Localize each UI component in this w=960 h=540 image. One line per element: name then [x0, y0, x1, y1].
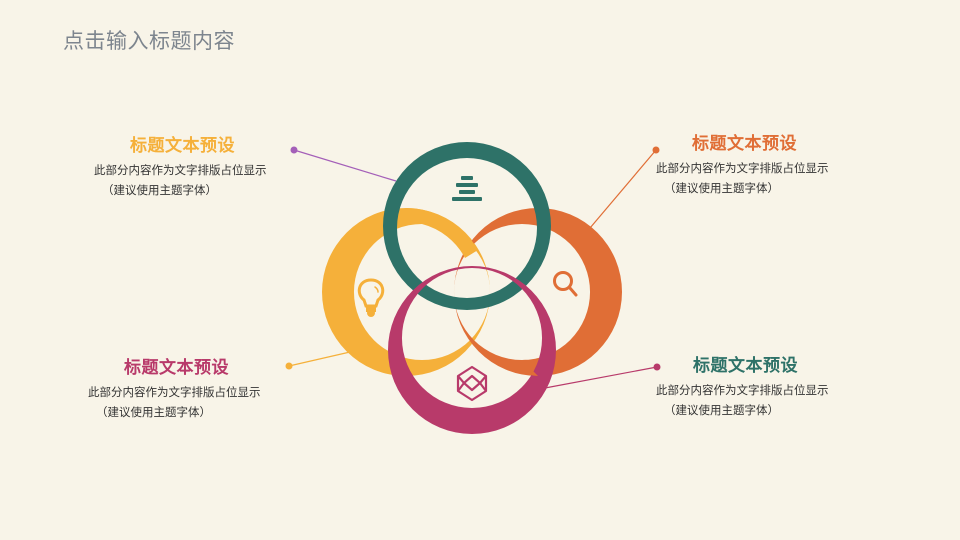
text-block-bottom-right: 标题文本预设 此部分内容作为文字排版占位显示 （建议使用主题字体） [656, 351, 876, 420]
block-body: 此部分内容作为文字排版占位显示 （建议使用主题字体） [94, 160, 314, 200]
block-heading: 标题文本预设 [124, 358, 229, 378]
connector-top-left [290, 146, 397, 182]
cube-icon [456, 365, 488, 402]
connector-bottom-right [544, 363, 661, 389]
ring-left-yellow [322, 208, 491, 376]
block-body: 此部分内容作为文字排版占位显示 （建议使用主题字体） [656, 158, 876, 198]
block-body: 此部分内容作为文字排版占位显示 （建议使用主题字体） [656, 380, 876, 420]
block-heading: 标题文本预设 [130, 136, 235, 156]
ring-right-orange [453, 208, 622, 376]
text-block-top-left: 标题文本预设 此部分内容作为文字排版占位显示 （建议使用主题字体） [94, 131, 314, 200]
block-body-note: （建议使用主题字体） [96, 405, 211, 419]
lightbulb-icon [357, 278, 385, 317]
ring-bottom-magenta [388, 266, 556, 434]
block-body-note: （建议使用主题字体） [664, 181, 779, 195]
block-body-line: 此部分内容作为文字排版占位显示 [88, 385, 261, 399]
block-heading: 标题文本预设 [693, 356, 798, 376]
ring-top-teal [383, 142, 551, 310]
block-body: 此部分内容作为文字排版占位显示 （建议使用主题字体） [88, 382, 308, 422]
text-block-top-right: 标题文本预设 此部分内容作为文字排版占位显示 （建议使用主题字体） [656, 129, 876, 198]
block-heading: 标题文本预设 [692, 134, 797, 154]
block-body-line: 此部分内容作为文字排版占位显示 [656, 161, 829, 175]
block-body-note: （建议使用主题字体） [664, 403, 779, 417]
page-title: 点击输入标题内容 [63, 29, 235, 53]
block-body-line: 此部分内容作为文字排版占位显示 [94, 163, 267, 177]
stack-icon [452, 176, 482, 201]
connector-bottom-left [285, 351, 351, 370]
text-block-bottom-left: 标题文本预设 此部分内容作为文字排版占位显示 （建议使用主题字体） [88, 353, 308, 422]
block-body-note: （建议使用主题字体） [102, 183, 217, 197]
search-icon [553, 271, 578, 297]
connector-top-right [589, 146, 660, 229]
block-body-line: 此部分内容作为文字排版占位显示 [656, 383, 829, 397]
